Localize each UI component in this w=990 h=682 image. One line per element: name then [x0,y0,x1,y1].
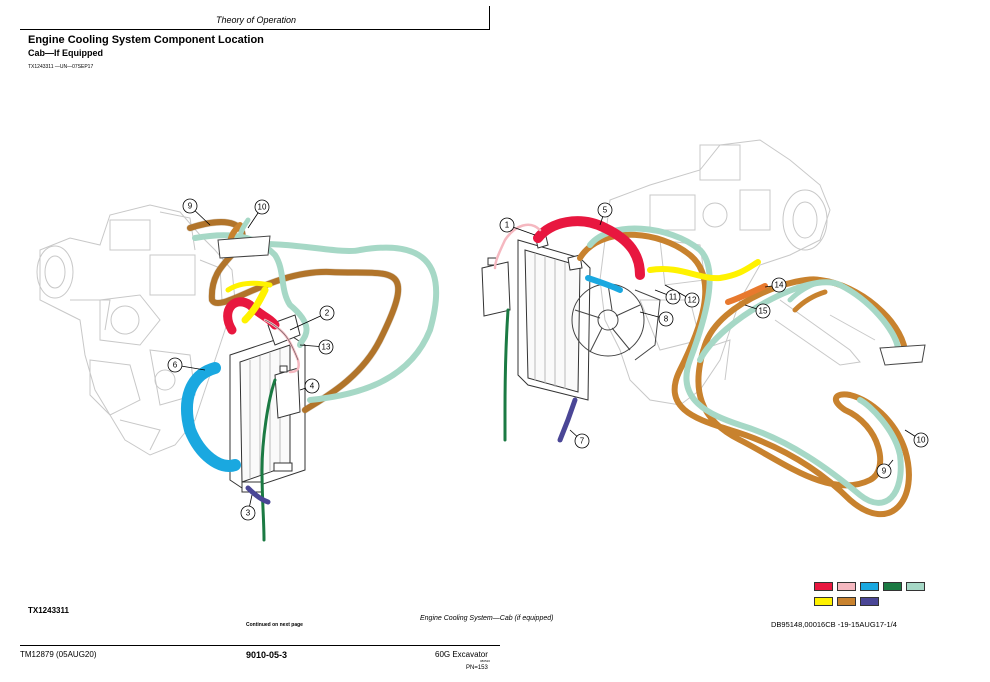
svg-text:10: 10 [917,436,926,445]
callout-14: 14 [771,277,787,293]
svg-text:11: 11 [669,293,678,302]
page-number: 9010-05-3 [246,650,288,660]
callout-10-left: 10 [254,199,270,215]
header-rule [20,29,490,30]
callout-7: 7 [574,433,590,449]
right-hose-bracket [879,344,926,366]
left-coolant-reservoir [274,365,301,419]
figure-id: TX1243311 [28,606,69,615]
model-date: 080520 [480,659,491,663]
callout-11: 11 [665,289,681,305]
callout-9-right: 9 [876,463,892,479]
callouts: 9 10 2 13 6 4 3 1 5 11 12 8 14 15 7 10 9 [167,198,929,521]
continued-note: Continued on next page [246,622,303,628]
svg-text:9: 9 [188,202,193,211]
svg-text:13: 13 [322,343,331,352]
svg-text:9: 9 [882,467,887,476]
manual-number: TM12879 (05AUG20) [20,650,97,659]
page-subtitle: Cab—If Equipped [28,48,103,58]
callout-9-left: 9 [182,198,198,214]
legend-swatch-red [814,582,833,591]
callout-15: 15 [755,303,771,319]
callout-1: 1 [499,217,515,233]
figure-reference: TX1243311 —UN—07SEP17 [28,64,94,70]
callout-2: 2 [319,305,335,321]
callout-5: 5 [597,202,613,218]
legend-swatch-brown [837,597,856,606]
callout-4: 4 [304,378,320,394]
svg-text:10: 10 [258,203,267,212]
figure-caption: Engine Cooling System—Cab (if equipped) [420,615,554,622]
svg-text:6: 6 [173,361,178,370]
callout-12: 12 [684,292,700,308]
svg-text:8: 8 [664,315,669,324]
callout-6: 6 [167,357,183,373]
right-hoses [493,216,912,518]
left-hose-bracket [217,235,271,259]
svg-text:12: 12 [688,296,697,305]
svg-text:3: 3 [246,509,251,518]
legend-swatch-yellow [814,597,833,606]
svg-text:5: 5 [603,206,608,215]
callout-10-right: 10 [913,432,929,448]
legend-swatch-light-green [906,582,925,591]
left-engine-outline [36,204,236,456]
svg-text:4: 4 [310,382,315,391]
callout-8: 8 [658,311,674,327]
section-label: Theory of Operation [216,15,297,25]
svg-text:14: 14 [775,281,784,290]
svg-text:7: 7 [580,437,585,446]
document-reference: DB95148,00016CB -19-15AUG17-1/4 [771,620,897,629]
right-radiator [517,231,591,401]
svg-text:15: 15 [759,307,768,316]
callout-13: 13 [318,339,334,355]
legend-swatch-purple [860,597,879,606]
header-rule-vertical [489,6,490,30]
model-name: 60G Excavator [435,650,488,659]
legend-swatch-pink [837,582,856,591]
svg-text:1: 1 [505,221,510,230]
pn-number: PN=153 [466,665,488,671]
legend-swatch-dark-green [883,582,902,591]
legend-swatch-blue [860,582,879,591]
callout-3: 3 [240,505,256,521]
footer-rule [20,645,500,646]
svg-text:2: 2 [325,309,330,318]
page-title: Engine Cooling System Component Location [28,34,264,46]
